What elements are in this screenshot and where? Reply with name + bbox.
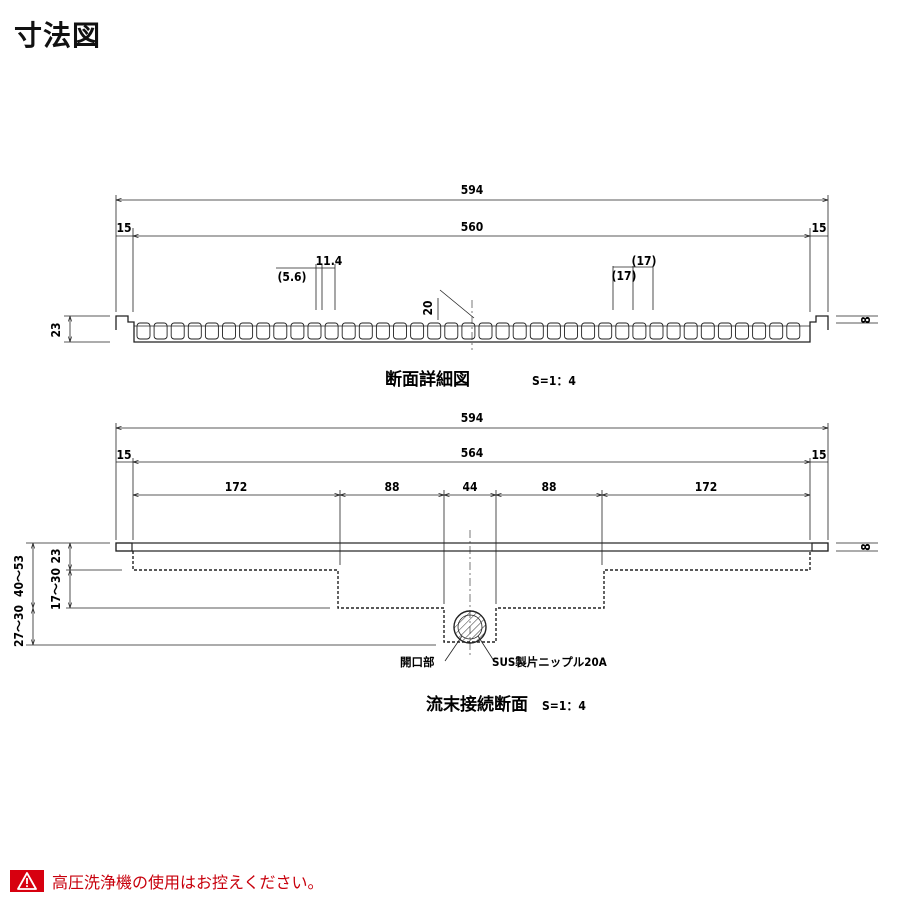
- dim-angle: 20: [421, 300, 435, 315]
- grating-bar: [204, 322, 219, 340]
- warning-banner: 高圧洗浄機の使用はお控えください。: [10, 869, 324, 893]
- grating-bar: [683, 322, 698, 340]
- grating-bar: [564, 322, 578, 340]
- scale-section-detail: S=1：4: [532, 374, 576, 388]
- grating-bar: [461, 322, 476, 340]
- dim-bar-width: 11.4: [316, 254, 343, 268]
- dim-edge-left-b: 15: [116, 448, 131, 462]
- grating-bar: [358, 322, 373, 340]
- nipple-pipe: [453, 610, 487, 644]
- dim-h1: 23: [49, 548, 63, 563]
- dim-seg5: 172: [695, 480, 718, 494]
- grating-bar: [581, 322, 596, 340]
- grating-bar: [290, 322, 305, 340]
- section-detail-drawing: [64, 195, 878, 350]
- grating-bar: [769, 322, 784, 340]
- grating-bar: [529, 322, 544, 340]
- label-opening: 開口部: [400, 655, 435, 669]
- grating-bar: [546, 322, 561, 340]
- grating-bar: [410, 322, 425, 340]
- warning-text: 高圧洗浄機の使用はお控えください。: [52, 873, 324, 892]
- grating-bar: [717, 322, 732, 340]
- grating-bar: [393, 322, 407, 340]
- grating-bar: [153, 322, 168, 340]
- grating-bar: [375, 322, 390, 340]
- dim-inner-560: 560: [461, 220, 484, 234]
- grating-bar: [615, 322, 630, 340]
- grating-bar: [632, 322, 647, 340]
- dim-h3: 17～30: [49, 568, 63, 610]
- section-end-drawing: [26, 423, 878, 662]
- grating-bar: [222, 322, 236, 340]
- grating-bar: [735, 322, 749, 340]
- dim-flange: 8: [859, 316, 873, 324]
- grating-bar: [495, 322, 510, 340]
- grating-bars: [136, 322, 801, 340]
- dim-edge-left: 15: [116, 221, 131, 235]
- grating-bar: [273, 322, 288, 340]
- caption-section-end: 流末接続断面: [426, 694, 528, 715]
- label-nipple: SUS製片ニップル20A: [492, 655, 607, 669]
- grating-bar: [666, 322, 681, 340]
- dim-flange-b: 8: [859, 543, 873, 551]
- grating-bar: [786, 322, 801, 340]
- dim-h4: 27～30: [12, 605, 26, 647]
- grating-bar: [256, 322, 271, 340]
- dim-overall-594: 594: [461, 183, 484, 197]
- grating-bar: [752, 322, 767, 340]
- grating-bar: [307, 322, 322, 340]
- dim-edge-right: 15: [811, 221, 826, 235]
- dim-pitch-b: (17): [612, 269, 637, 283]
- dim-pitch-a: (17): [632, 254, 657, 268]
- dim-pitch-small: (5.6): [278, 270, 307, 284]
- dim-seg3: 44: [462, 480, 478, 494]
- dim-seg1: 172: [225, 480, 248, 494]
- grating-bar: [444, 322, 459, 340]
- grating-bar: [136, 322, 151, 340]
- grating-bar: [649, 322, 664, 340]
- grating-bar: [239, 322, 254, 340]
- dim-overall-594-b: 594: [461, 411, 484, 425]
- grating-bar: [700, 322, 715, 340]
- grating-bar: [598, 322, 613, 340]
- dim-seg2: 88: [384, 480, 399, 494]
- caption-section-detail: 断面詳細図: [385, 369, 470, 390]
- dim-seg4: 88: [541, 480, 556, 494]
- grating-bar: [324, 322, 339, 340]
- page-title: 寸法図: [14, 19, 102, 52]
- grating-bar: [341, 322, 356, 340]
- grating-bar: [187, 322, 202, 340]
- dim-inner-564: 564: [461, 446, 484, 460]
- grating-bar: [427, 322, 442, 340]
- grating-bar: [170, 322, 185, 340]
- dim-edge-right-b: 15: [811, 448, 826, 462]
- dim-height: 23: [49, 322, 63, 337]
- grating-bar: [478, 322, 493, 340]
- scale-section-end: S=1：4: [542, 699, 586, 713]
- dim-h2: 40～53: [12, 555, 26, 597]
- warning-triangle-icon: [10, 870, 44, 892]
- grating-bar: [512, 322, 527, 340]
